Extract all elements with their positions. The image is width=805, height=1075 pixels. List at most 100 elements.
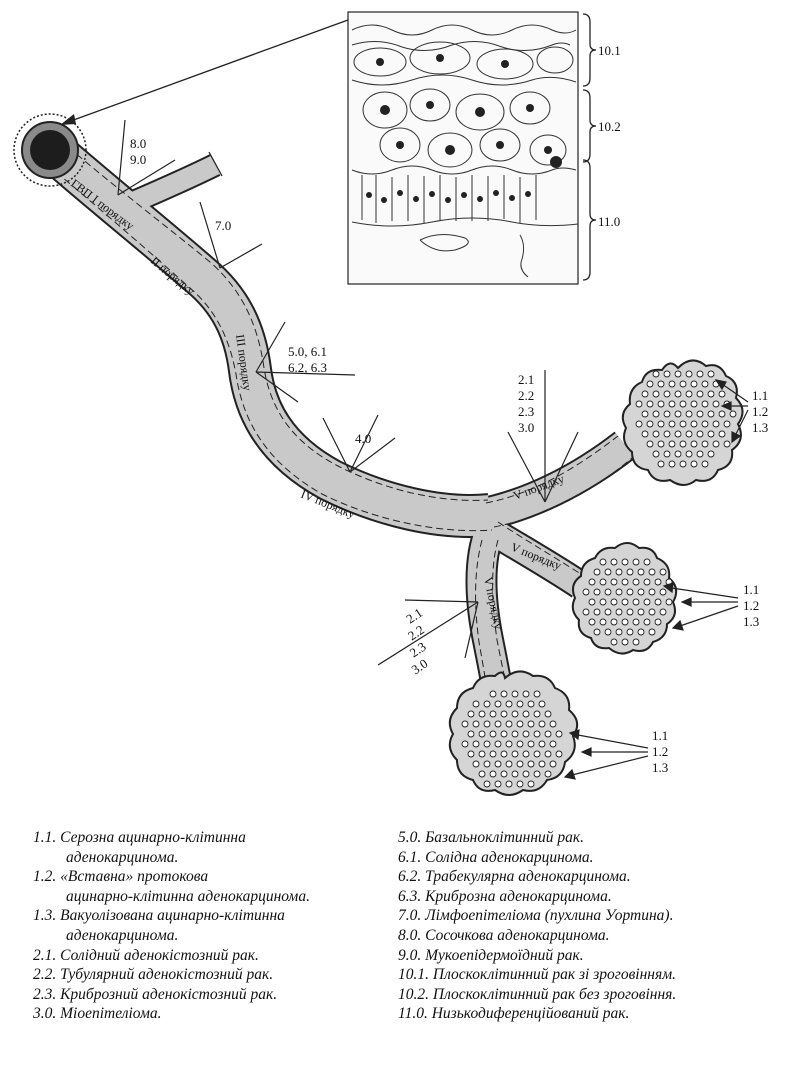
acinus-cell <box>675 411 681 417</box>
acinus-cell <box>462 741 468 747</box>
acinus-cell <box>605 629 611 635</box>
acinus-cell <box>644 579 650 585</box>
acinus-cell <box>589 599 595 605</box>
legend-item-1-1: 1.1. Серозна ацинарно-клітинна <box>33 828 413 848</box>
acinus-cell <box>611 639 617 645</box>
acinus-cell <box>611 599 617 605</box>
acinus-cell <box>468 731 474 737</box>
acinus-cell <box>523 711 529 717</box>
acinus-cell <box>633 599 639 605</box>
acinus-cell <box>534 731 540 737</box>
acinus-cell <box>633 579 639 585</box>
acinus-cell <box>644 559 650 565</box>
legend-item-6-1: 6.1. Солідна аденокарцинома. <box>398 848 803 868</box>
acinus-cell <box>633 639 639 645</box>
marker-label-4-0: 4.0 <box>355 431 371 446</box>
acinus-cell <box>702 461 708 467</box>
acinus-cell <box>539 721 545 727</box>
marker-lower-labels: 2.1 2.2 2.3 3.0 <box>383 605 450 677</box>
acinus-cell <box>523 751 529 757</box>
acinus-cell <box>691 461 697 467</box>
acinus-cell <box>680 421 686 427</box>
acinus-cell <box>664 431 670 437</box>
acinus-cell <box>660 609 666 615</box>
acinus-cell <box>708 451 714 457</box>
acinus-cell <box>708 411 714 417</box>
acinus-cell <box>594 589 600 595</box>
acinus-cell <box>490 691 496 697</box>
acinus-bottom-1-3: 1.3 <box>652 760 668 775</box>
acinus-cell <box>473 701 479 707</box>
acinus-cell <box>653 371 659 377</box>
marker-label-5-6-a: 5.0, 6.1 <box>288 344 327 359</box>
acinus-cell <box>691 401 697 407</box>
acinus-cell <box>644 619 650 625</box>
acinus-cell <box>550 721 556 727</box>
acinus-cell <box>627 589 633 595</box>
acinus-cell <box>545 731 551 737</box>
acinus-cell <box>495 721 501 727</box>
legend-item-1-3: 1.3. Вакуолізована ацинарно-клітинна <box>33 906 413 926</box>
acinus-cell <box>658 401 664 407</box>
acinus-cell <box>523 731 529 737</box>
acinus-cell <box>605 569 611 575</box>
acinus-cell <box>534 751 540 757</box>
legend-item-6-3: 6.3. Криброзна аденокарцинома. <box>398 887 803 907</box>
acinus-cell <box>484 781 490 787</box>
acinus-cell <box>655 599 661 605</box>
acinus-cell <box>702 381 708 387</box>
acinus-cell <box>616 589 622 595</box>
acinus-cell <box>506 721 512 727</box>
acinus-cell <box>702 441 708 447</box>
acinus-cell <box>484 721 490 727</box>
acinus-cell <box>647 421 653 427</box>
acinus-cell <box>680 381 686 387</box>
acinus-cell <box>680 401 686 407</box>
epithelium-braces <box>583 14 596 280</box>
acinus-cell <box>594 609 600 615</box>
acinus-cell <box>647 381 653 387</box>
acinus-cell <box>517 761 523 767</box>
acinus-cell <box>523 771 529 777</box>
acinus-cell <box>653 411 659 417</box>
acinus-cell <box>501 711 507 717</box>
legend-item-10-2: 10.2. Плоскоклітинний рак без зроговіння… <box>398 985 803 1005</box>
marker-lower-2-3: 2.3 <box>407 639 429 661</box>
acinus-cell <box>649 629 655 635</box>
acinus-cell <box>605 609 611 615</box>
acinus-cell <box>512 771 518 777</box>
marker-upper-2-3: 2.3 <box>518 404 534 419</box>
acinus-cell <box>649 589 655 595</box>
acinus-cell <box>660 589 666 595</box>
acinus-cell <box>556 731 562 737</box>
acinus-cell <box>468 751 474 757</box>
acinus-cell <box>545 771 551 777</box>
acinus-cell <box>517 781 523 787</box>
acinus-cell <box>636 421 642 427</box>
acinus-cell <box>484 741 490 747</box>
acinus-cell <box>594 569 600 575</box>
acinus-cell <box>583 609 589 615</box>
epithelium-label-10-1: 10.1 <box>598 43 621 58</box>
acinus-cell <box>627 609 633 615</box>
acinus-cell <box>675 451 681 457</box>
acinus-cell <box>627 569 633 575</box>
acinus-cell <box>697 451 703 457</box>
marker-lower-2-1: 2.1 <box>403 605 425 627</box>
legend-item-1-3-cont: аденокарцинома. <box>33 926 413 946</box>
legend-right-column: 5.0. Базальноклітинний рак. 6.1. Солідна… <box>398 828 803 1024</box>
acinus-cell <box>523 691 529 697</box>
acinus-cell <box>669 461 675 467</box>
acinus-cell <box>534 711 540 717</box>
acinus-cell <box>495 761 501 767</box>
acinus-cell <box>719 431 725 437</box>
acinus-cell <box>506 781 512 787</box>
legend-item-2-1: 2.1. Солідний аденокістозний рак. <box>33 946 413 966</box>
acinus-cell <box>660 569 666 575</box>
legend-item-3-0: 3.0. Міоепітеліома. <box>33 1004 413 1024</box>
acinus-cell <box>642 411 648 417</box>
duct-opening <box>14 114 86 186</box>
acinus-bottom-1-1: 1.1 <box>652 728 668 743</box>
legend: 1.1. Серозна ацинарно-клітинна аденокарц… <box>0 828 805 1075</box>
legend-item-2-3: 2.3. Криброзний аденокістозний рак. <box>33 985 413 1005</box>
